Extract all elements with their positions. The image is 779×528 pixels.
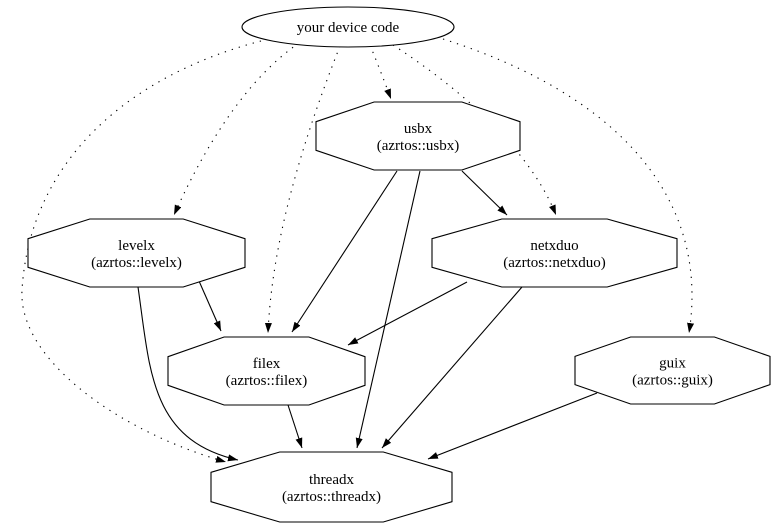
node-threadx: threadx(azrtos::threadx) (210, 451, 453, 523)
node-threadx-sublabel: (azrtos::threadx) (282, 489, 381, 505)
node-usbx: usbx(azrtos::usbx) (315, 101, 521, 171)
node-filex: filex(azrtos::filex) (167, 336, 366, 406)
node-guix-label: guix (659, 356, 686, 372)
edge-netxduo-to-threadx (381, 286, 523, 449)
edge-filex-to-threadx (287, 404, 303, 449)
edge-usbx-to-threadx (355, 170, 421, 449)
node-guix: guix(azrtos::guix) (574, 336, 771, 405)
edge-device-to-usbx (369, 44, 392, 100)
edge-usbx-to-netxduo (461, 170, 508, 216)
node-netxduo-sublabel: (azrtos::netxduo) (503, 255, 605, 271)
edges-layer (21, 38, 695, 463)
node-filex-sublabel: (azrtos::filex) (226, 373, 308, 389)
node-guix-shape (574, 336, 771, 405)
edge-device-to-guix (442, 38, 695, 334)
edge-device-to-levelx (173, 42, 300, 216)
node-filex-label: filex (253, 356, 281, 372)
node-device: your device code (241, 6, 455, 48)
node-threadx-shape (210, 451, 453, 523)
node-levelx-shape (27, 218, 246, 288)
node-levelx-label: levelx (118, 238, 155, 254)
edge-guix-to-threadx (427, 392, 598, 460)
node-guix-sublabel: (azrtos::guix) (632, 373, 713, 389)
node-device-shape (241, 6, 455, 48)
edge-levelx-to-threadx (137, 286, 239, 462)
node-netxduo-label: netxduo (530, 238, 578, 254)
node-threadx-label: threadx (309, 472, 354, 488)
node-levelx: levelx(azrtos::levelx) (27, 218, 246, 288)
node-device-label: your device code (297, 20, 400, 36)
edge-device-to-filex (264, 45, 341, 334)
node-filex-shape (167, 336, 366, 406)
edge-levelx-to-filex (198, 280, 222, 332)
node-netxduo-shape (431, 218, 678, 288)
nodes-layer: your device codeusbx(azrtos::usbx)levelx… (27, 6, 771, 523)
node-usbx-label: usbx (404, 121, 433, 137)
node-netxduo: netxduo(azrtos::netxduo) (431, 218, 678, 288)
node-usbx-sublabel: (azrtos::usbx) (377, 138, 459, 154)
node-usbx-shape (315, 101, 521, 171)
edge-netxduo-to-filex (347, 281, 468, 346)
edge-usbx-to-filex (291, 170, 398, 333)
edge-device-to-threadx (21, 40, 262, 463)
node-levelx-sublabel: (azrtos::levelx) (91, 255, 182, 271)
